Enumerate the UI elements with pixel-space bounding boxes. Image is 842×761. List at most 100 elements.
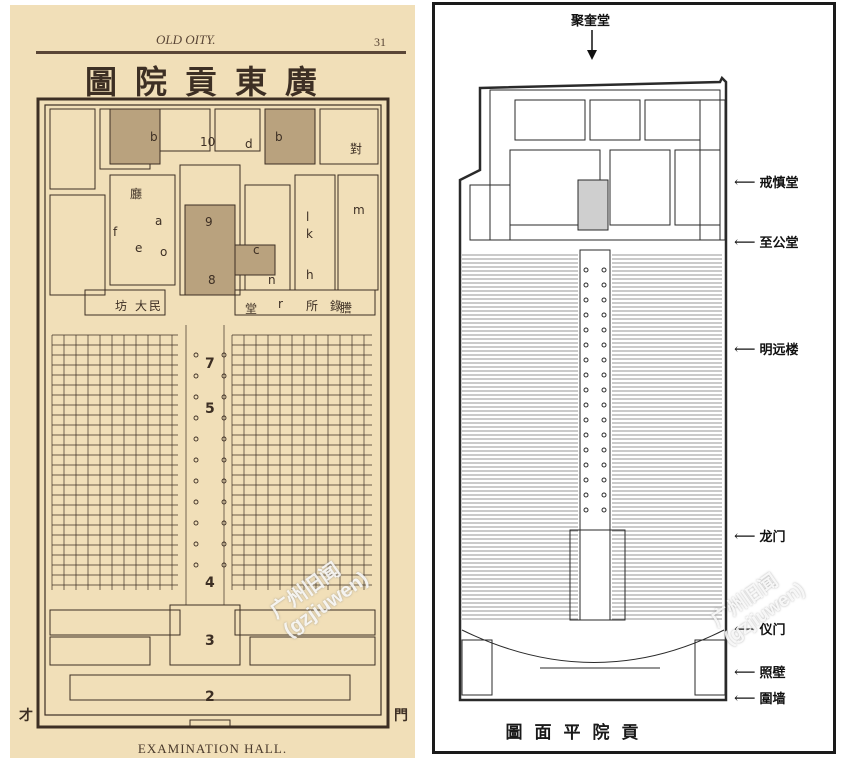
lamp-post-dot	[193, 415, 199, 421]
map-label: 2	[205, 689, 215, 705]
lamp-post-dot	[221, 394, 227, 400]
lamp-post-dot	[583, 282, 589, 288]
map-label: 4	[205, 575, 215, 591]
lamp-post-dot	[601, 432, 607, 438]
lamp-post-dot	[221, 478, 227, 484]
lamp-post-dot	[601, 342, 607, 348]
lamp-post-dot	[221, 520, 227, 526]
lower-compound	[49, 609, 181, 636]
hall-block	[644, 99, 701, 141]
map-label: 9	[205, 215, 213, 229]
hall-block	[589, 99, 641, 141]
map-label: a	[155, 214, 163, 228]
dragon-gate-block	[569, 529, 626, 621]
lamp-post-dot	[601, 462, 607, 468]
annotation: ⟵圍墙	[734, 688, 786, 707]
lamp-post-dot	[601, 357, 607, 363]
annotation-label: 明远楼	[759, 343, 799, 358]
right-map-caption: 圖面平院貢	[505, 723, 651, 743]
bottom-left-char: 才	[19, 708, 33, 724]
map-label: c	[253, 243, 260, 257]
building-block	[294, 174, 336, 291]
arrow-left-icon: ⟵	[734, 173, 756, 191]
lamp-post-dot	[221, 352, 227, 358]
bottom-right-char: 門	[394, 708, 408, 724]
lamp-post-dot	[601, 312, 607, 318]
map-label: b	[150, 130, 158, 144]
map-label: 廳	[130, 187, 143, 201]
lamp-post-dot	[583, 267, 589, 273]
building-block	[214, 108, 261, 152]
hatched-block	[184, 204, 236, 296]
lamp-post-dot	[193, 520, 199, 526]
lamp-post-dot	[583, 402, 589, 408]
left-floor-plan	[36, 97, 390, 729]
annotation: ⟵至公堂	[734, 232, 799, 251]
lamp-post-dot	[221, 436, 227, 442]
lamp-post-dot	[193, 499, 199, 505]
annotation: ⟵仪门	[734, 619, 786, 638]
lamp-post-dot	[221, 541, 227, 547]
lamp-post-dot	[583, 447, 589, 453]
left-map-caption: EXAMINATION HALL.	[137, 741, 288, 756]
lamp-post-dot	[601, 507, 607, 513]
annotation-label: 仪门	[759, 623, 786, 638]
lower-compound	[69, 674, 351, 701]
lamp-post-dot	[221, 373, 227, 379]
annotation-label: 龙门	[759, 530, 786, 545]
annotation: ⟵龙门	[734, 526, 786, 545]
building-block	[84, 289, 166, 316]
hatched-block	[234, 244, 276, 276]
map-label: o	[160, 245, 168, 259]
lamp-post-dot	[583, 342, 589, 348]
lamp-post-dot	[193, 436, 199, 442]
running-head: OLD OITY.	[156, 32, 216, 47]
map-label: b	[275, 130, 283, 144]
lamp-post-dot	[193, 373, 199, 379]
lower-compound	[249, 636, 376, 666]
map-label: 謄	[340, 301, 353, 315]
map-label: m	[353, 203, 365, 217]
map-label: 大	[135, 299, 148, 313]
hatched-block	[264, 108, 316, 165]
hall-block	[514, 99, 586, 141]
map-label: l	[306, 210, 310, 224]
map-label: 堂	[245, 302, 258, 316]
annotation-label: 至公堂	[759, 236, 799, 251]
hatched-block	[109, 108, 161, 165]
arrow-left-icon: ⟵	[734, 340, 756, 358]
lamp-post-dot	[583, 357, 589, 363]
annotation: ⟵戒慎堂	[734, 172, 799, 191]
lamp-post-dot	[583, 327, 589, 333]
lamp-post-dot	[601, 387, 607, 393]
right-floor-plan	[458, 30, 728, 702]
map-label: 民	[149, 299, 162, 313]
annotation: ⟵照壁	[734, 662, 786, 681]
lamp-post-dot	[193, 394, 199, 400]
building-block	[109, 174, 176, 286]
map-label: h	[306, 268, 314, 282]
lamp-post-dot	[193, 541, 199, 547]
lamp-post-dot	[601, 267, 607, 273]
building-block	[49, 108, 96, 190]
lower-compound	[169, 604, 241, 666]
lamp-post-dot	[601, 327, 607, 333]
building-block	[49, 194, 106, 296]
arrow-left-icon: ⟵	[734, 233, 756, 251]
arrow-left-icon: ⟵	[734, 620, 756, 638]
lower-compound	[189, 719, 231, 727]
annotation-label: 照壁	[759, 666, 786, 681]
map-label: d	[245, 137, 253, 151]
annotation-label: 戒慎堂	[759, 176, 799, 191]
lamp-post-dot	[221, 415, 227, 421]
hall-block	[699, 99, 726, 241]
map-label: 所	[306, 299, 319, 313]
page-number: 31	[374, 35, 386, 49]
lamp-post-dot	[583, 372, 589, 378]
side-gate	[694, 639, 726, 696]
lower-compound	[234, 609, 376, 636]
lamp-post-dot	[583, 432, 589, 438]
lamp-post-dot	[601, 297, 607, 303]
map-label: r	[278, 297, 283, 311]
